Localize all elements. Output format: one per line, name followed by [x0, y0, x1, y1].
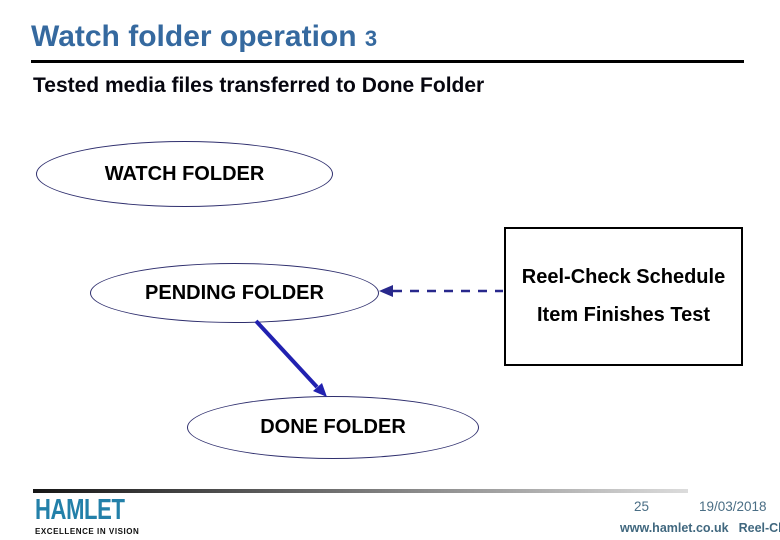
footer-links: www.hamlet.co.uk Reel-Check — [620, 521, 780, 535]
slide-title: Watch folder operation 3 — [31, 20, 751, 54]
schedule-box-line2: Item Finishes Test — [536, 304, 710, 326]
dashed-arrow — [379, 285, 503, 297]
pending-folder-label: PENDING FOLDER — [145, 281, 324, 304]
schedule-box: Reel-Check Schedule Item Finishes Test — [504, 227, 743, 366]
slide-title-number: 3 — [364, 26, 378, 51]
slide-subtitle: Tested media files transferred to Done F… — [33, 74, 485, 97]
page-number: 25 — [634, 499, 650, 514]
done-folder-label: DONE FOLDER — [260, 416, 406, 438]
watch-folder-label: WATCH FOLDER — [104, 162, 265, 185]
footer-divider-rule — [33, 489, 688, 493]
slide-title-text: Watch folder operation — [31, 20, 357, 53]
schedule-box-line1: Reel-Check Schedule — [521, 266, 726, 288]
pending-folder-ellipse: PENDING FOLDER — [90, 263, 379, 323]
flow-arrow — [254, 319, 327, 397]
brand-name: Reel-Check — [738, 521, 780, 535]
slide-date: 19/03/2018 — [699, 499, 767, 514]
watch-folder-ellipse: WATCH FOLDER — [36, 141, 333, 207]
done-folder-ellipse: DONE FOLDER — [187, 396, 479, 459]
hamlet-logo: HAMLET — [35, 494, 125, 526]
title-divider-rule — [31, 60, 744, 63]
website-link: www.hamlet.co.uk — [620, 521, 729, 535]
logo-tagline: EXCELLENCE IN VISION — [35, 527, 140, 536]
